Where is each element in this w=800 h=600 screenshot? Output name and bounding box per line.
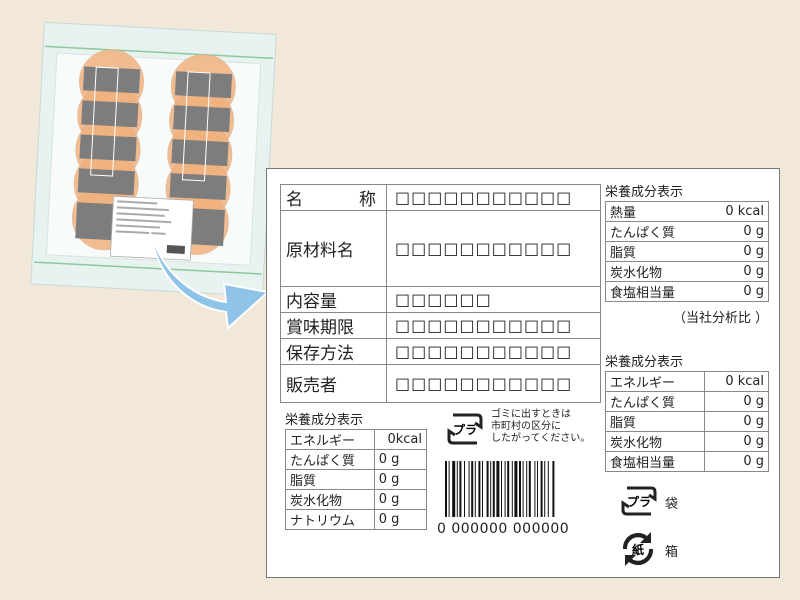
barcode-bar: [471, 461, 474, 517]
barcode: [445, 461, 555, 517]
cracker-wrapper-band: [174, 71, 233, 99]
ingredients-key: 原材料名: [280, 210, 387, 287]
barcode-bar: [514, 461, 518, 517]
notice-line: ゴミに出すときは: [491, 409, 571, 420]
pla-mark-text: プラ: [453, 422, 477, 437]
table-row: 販売者 □□□□□□□□□□□: [280, 364, 601, 403]
seller-value: □□□□□□□□□□□: [386, 364, 601, 403]
barcode-bar: [504, 461, 506, 517]
barcode-number: 0 000000 000000: [437, 521, 570, 537]
nutrition-a-title: 栄養成分表示: [605, 185, 684, 200]
food-label-panel: 名 称 □□□□□□□□□□□ 原材料名 □□□□□□□□□□□ 内容量 □□□□…: [266, 168, 780, 578]
barcode-bar: [496, 461, 500, 517]
barcode-bar: [474, 461, 476, 517]
barcode-bar: [526, 461, 528, 517]
best-before-value: □□□□□□□□□□□: [386, 312, 601, 339]
barcode-bar: [492, 461, 495, 517]
box-label: 箱: [665, 545, 679, 560]
barcode-bar: [486, 461, 489, 517]
name-value: □□□□□□□□□□□: [386, 184, 601, 211]
cracker-wrapper-band: [171, 139, 229, 167]
cracker-wrapper-band: [83, 66, 141, 94]
barcode-bar: [511, 461, 513, 517]
plastic-bag-recycle-icon: プラ: [621, 486, 657, 516]
barcode-bar: [452, 461, 456, 517]
tray-divider: [90, 66, 119, 177]
cracker-wrapper-band: [173, 105, 231, 133]
bag-label: 袋: [665, 497, 679, 512]
barcode-bar: [456, 461, 458, 517]
seller-key: 販売者: [280, 364, 387, 403]
barcode-bar: [537, 461, 538, 517]
table-row: 内容量 □□□□□□: [280, 286, 601, 313]
table-row: 賞味期限 □□□□□□□□□□□: [280, 312, 601, 339]
barcode-bar: [528, 461, 531, 517]
best-before-key: 賞味期限: [280, 312, 387, 339]
nutrition-c-title: 栄養成分表示: [285, 413, 364, 428]
table-row: 名 称 □□□□□□□□□□□: [280, 184, 601, 211]
barcode-bar: [459, 461, 462, 517]
tray-divider: [181, 71, 211, 182]
barcode-bar: [482, 461, 483, 517]
table-row: 保存方法 □□□□□□□□□□□: [280, 338, 601, 365]
cracker-wrapper-band: [77, 168, 135, 196]
plastic-recycle-icon: プラ: [447, 413, 483, 445]
barcode-bar: [519, 461, 521, 517]
cracker-wrapper-band: [169, 173, 227, 201]
barcode-bar: [507, 461, 510, 517]
content-key: 内容量: [280, 286, 387, 313]
barcode-bar: [464, 461, 465, 517]
disposal-notice: ゴミに出すときは 市町村の区分に したがってください。: [491, 409, 590, 445]
nutrition-b-title: 栄養成分表示: [605, 355, 684, 370]
barcode-bar: [478, 461, 481, 517]
paper-mark-text: 紙: [632, 542, 644, 557]
name-key-char2: 称: [359, 190, 376, 210]
barcode-bar: [490, 461, 492, 517]
barcode-bar: [448, 461, 450, 517]
barcode-bar: [540, 461, 543, 517]
notice-line: 市町村の区分に: [491, 421, 561, 432]
product-info-table: 名 称 □□□□□□□□□□□ 原材料名 □□□□□□□□□□□ 内容量 □□□□…: [280, 184, 601, 403]
barcode-bar: [552, 461, 555, 517]
barcode-bar: [501, 461, 502, 517]
table-row: 原材料名 □□□□□□□□□□□: [280, 210, 601, 287]
bag-mark-text: プラ: [627, 494, 651, 509]
notice-line: したがってください。: [491, 433, 591, 444]
paper-box-recycle-icon: 紙: [622, 532, 654, 566]
barcode-bar: [544, 461, 546, 517]
storage-value: □□□□□□□□□□□: [386, 338, 601, 365]
ingredients-value: □□□□□□□□□□□: [386, 210, 601, 287]
arrow-icon: [149, 231, 271, 331]
barcode-bar: [534, 461, 536, 517]
barcode-bar: [547, 461, 549, 517]
content-value: □□□□□□: [386, 286, 601, 313]
storage-key: 保存方法: [280, 338, 387, 365]
barcode-bar: [522, 461, 524, 517]
name-key-char1: 名: [286, 190, 303, 210]
barcode-bar: [445, 461, 447, 517]
barcode-bar: [468, 461, 470, 517]
cracker-wrapper-band: [81, 100, 139, 128]
analysis-note: （当社分析比 ）: [673, 311, 769, 326]
cracker-wrapper-band: [79, 134, 137, 162]
